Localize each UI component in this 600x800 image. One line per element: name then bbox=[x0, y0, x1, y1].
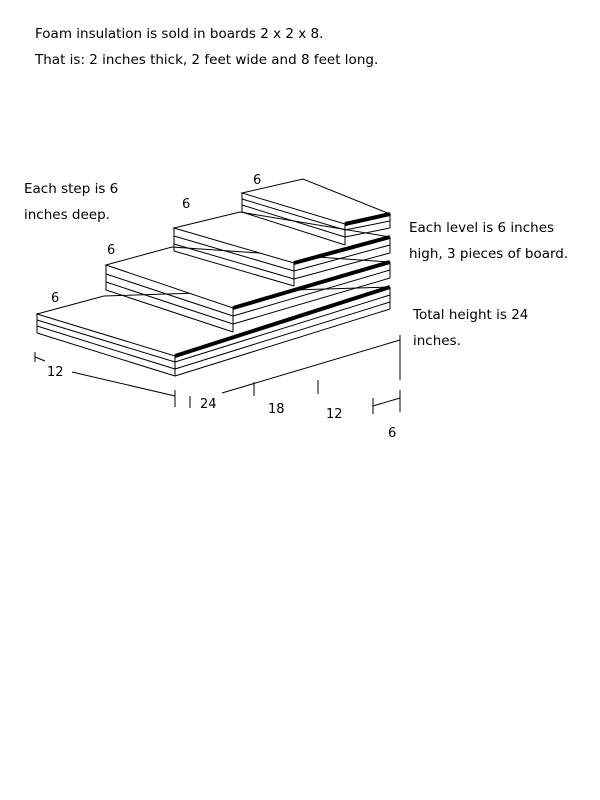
note-step-depth: Each step is 6 inches deep. bbox=[24, 181, 119, 223]
dim-step-1: 6 bbox=[51, 291, 59, 306]
dim-step-3: 6 bbox=[182, 197, 190, 212]
stair-drawing bbox=[34, 178, 401, 414]
header-line-2: That is: 2 inches thick, 2 feet wide and… bbox=[35, 52, 379, 68]
note-total-height: Total height is 24 inches. bbox=[413, 307, 529, 349]
dim-length-12: 12 bbox=[326, 407, 343, 422]
dim-base-width: 12 bbox=[47, 365, 64, 380]
level-3-front-bold bbox=[293, 235, 391, 265]
dim-length-6: 6 bbox=[388, 426, 396, 441]
dim-length-24: 24 bbox=[200, 397, 217, 412]
dimension-lines bbox=[34, 335, 401, 414]
dim-step-4: 6 bbox=[253, 173, 261, 188]
level-2-front-bold bbox=[232, 260, 391, 310]
header-line-1: Foam insulation is sold in boards 2 x 2 … bbox=[35, 26, 324, 42]
note-level-height: Each level is 6 inches high, 3 pieces of… bbox=[409, 220, 569, 262]
level-1-front-bold bbox=[174, 285, 391, 358]
dim-step-2: 6 bbox=[107, 243, 115, 258]
level-4-front-bold bbox=[344, 212, 391, 226]
dim-length-18: 18 bbox=[268, 402, 285, 417]
